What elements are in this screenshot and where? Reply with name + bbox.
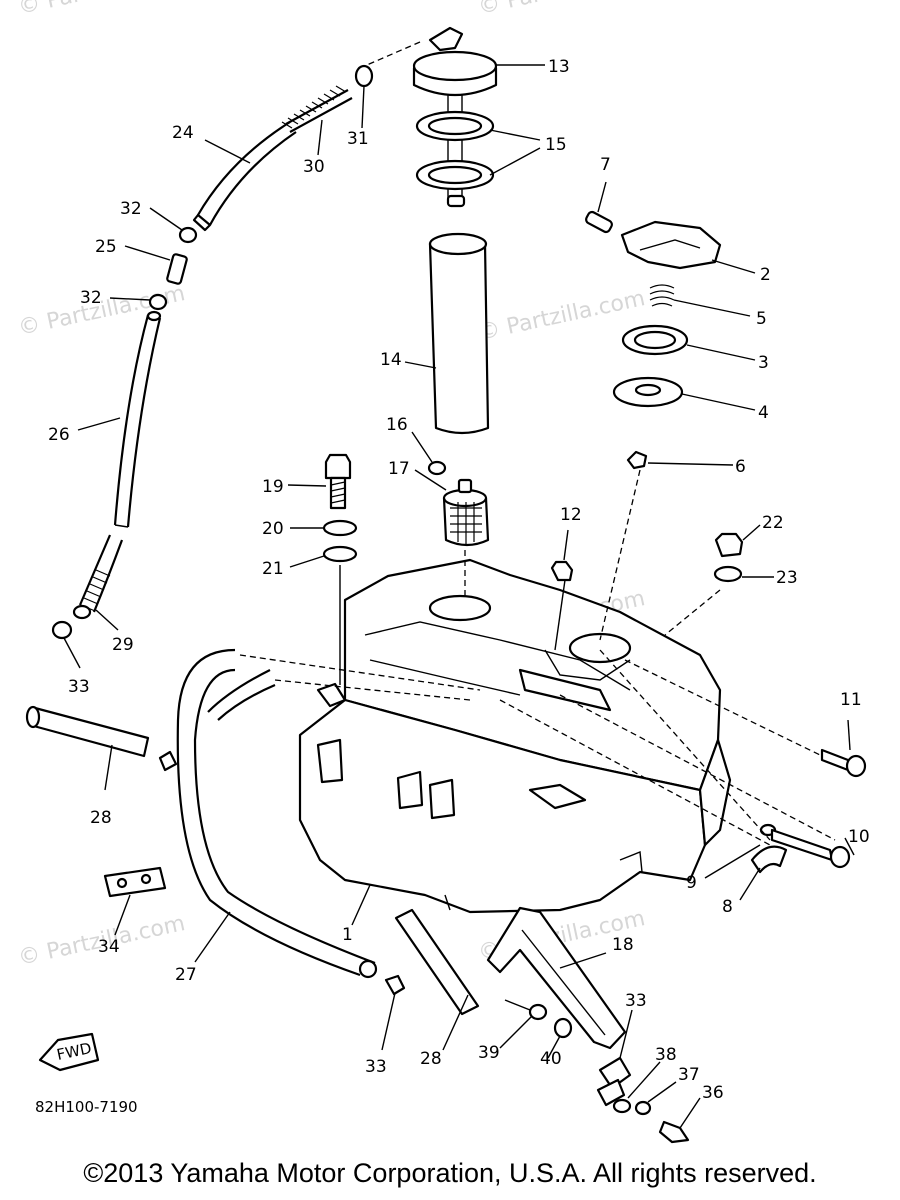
callout-40: 40	[540, 1049, 562, 1069]
leader-lines	[63, 64, 855, 1129]
copyright-notice: ©2013 Yamaha Motor Corporation, U.S.A. A…	[83, 1158, 817, 1188]
callout-34: 33	[625, 991, 647, 1011]
callout-39: 39	[478, 1043, 500, 1063]
callout-23: 23	[776, 568, 798, 588]
callout-12: 12	[560, 505, 582, 525]
mounting-bolts	[599, 649, 867, 869]
watermark: © Partzilla.com	[476, 0, 647, 20]
callout-11: 11	[840, 690, 862, 710]
tank-band	[486, 906, 627, 1050]
callout-17: 17	[388, 459, 410, 479]
callout-33: 32	[80, 288, 102, 308]
callout-26: 26	[48, 425, 70, 445]
callout-13: 13	[548, 57, 570, 77]
callout-4: 4	[758, 403, 769, 423]
filler-cap-assembly	[585, 210, 722, 641]
fuel-pickup-assembly	[359, 26, 498, 600]
callout-29: 28	[90, 808, 112, 828]
callout-35: 34	[98, 937, 120, 957]
fuel-hose	[176, 648, 481, 996]
callout-31: 29	[112, 635, 134, 655]
watermark: © Partzilla.com	[16, 0, 187, 20]
bracket	[103, 866, 167, 898]
callout-21: 21	[262, 559, 284, 579]
strap	[394, 908, 480, 1016]
callout-33c: 33	[365, 1057, 387, 1077]
callout-22: 22	[762, 513, 784, 533]
nut-washer	[664, 532, 744, 636]
callout-25: 25	[95, 237, 117, 257]
fuel-tank	[298, 558, 732, 914]
callout-33b: 33	[68, 677, 90, 697]
vent-hose-assembly	[51, 64, 374, 640]
callout-1: 1	[342, 925, 353, 945]
callout-8: 8	[722, 897, 733, 917]
callout-9: 9	[686, 873, 697, 893]
callout-37: 37	[678, 1065, 700, 1085]
callout-20: 20	[262, 519, 284, 539]
hose-piece	[25, 705, 178, 772]
band-hardware	[504, 999, 690, 1144]
callout-3: 3	[758, 353, 769, 373]
bolt-stack	[322, 453, 358, 685]
callout-labels: 13 15 7 2 5 3 4 6 14 16 17 19 20 21 12 2…	[48, 57, 870, 1103]
grommet	[550, 560, 574, 651]
callout-30: 30	[303, 157, 325, 177]
callout-2: 2	[760, 265, 771, 285]
callout-19: 19	[262, 477, 284, 497]
callout-7: 7	[600, 155, 611, 175]
callout-16: 16	[386, 415, 408, 435]
callout-36: 36	[702, 1083, 724, 1103]
watermark: © Partzilla.com	[16, 281, 187, 341]
fuel-tank-exploded-diagram: © Partzilla.com © Partzilla.com © Partzi…	[16, 0, 870, 1144]
callout-38: 38	[655, 1045, 677, 1065]
watermark: © Partzilla.com	[476, 286, 647, 346]
callout-14: 14	[380, 350, 402, 370]
fwd-arrow: FWD	[38, 1032, 100, 1072]
hose-clamp	[499, 694, 836, 874]
callout-27: 27	[175, 965, 197, 985]
callout-32: 31	[347, 129, 369, 149]
callout-24: 24	[172, 123, 194, 143]
drawing-code: 82H100-7190	[35, 1098, 138, 1116]
callout-18: 18	[612, 935, 634, 955]
callout-6: 6	[735, 457, 746, 477]
callout-28: 28	[420, 1049, 442, 1069]
callout-32b: 32	[120, 199, 142, 219]
callout-10: 10	[848, 827, 870, 847]
callout-5: 5	[756, 309, 767, 329]
callout-15: 15	[545, 135, 567, 155]
